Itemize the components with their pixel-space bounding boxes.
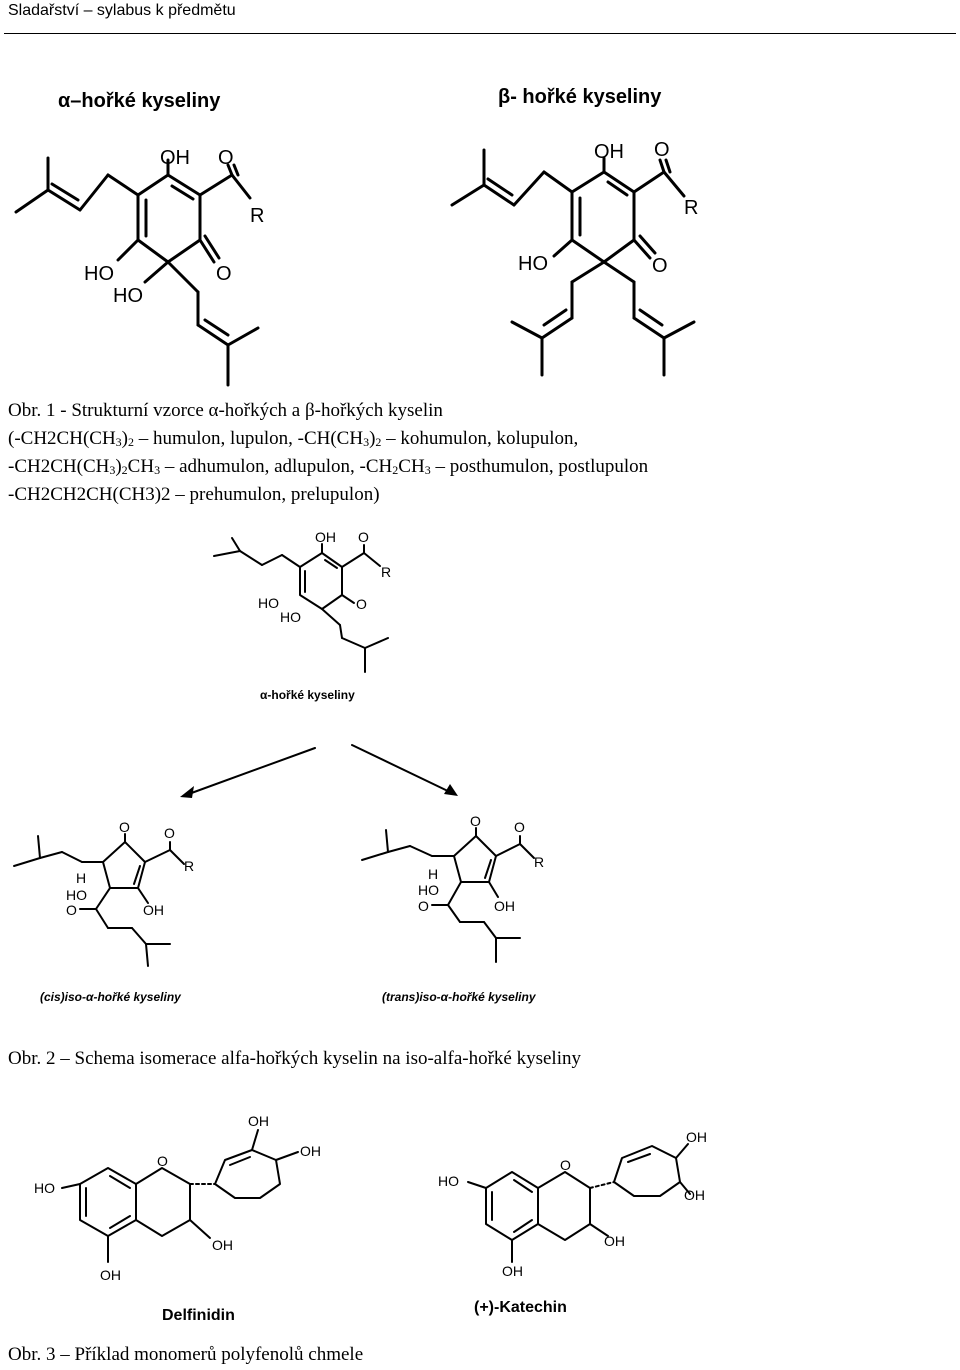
kat-oh-bottom: OH bbox=[502, 1263, 523, 1279]
katechin-title: (+)-Katechin bbox=[474, 1299, 567, 1316]
cis-title: (cis)iso-α-hořké kyseliny bbox=[40, 990, 182, 1004]
page-header: Sladařství – sylabus k předmětu bbox=[8, 2, 236, 19]
beta-oh-label: OH bbox=[594, 141, 624, 163]
iso-top-oh: OH bbox=[315, 529, 336, 545]
alpha-ho-2: HO bbox=[113, 285, 143, 307]
cis-ho: HO bbox=[66, 887, 87, 903]
trans-title: (trans)iso-α-hořké kyseliny bbox=[382, 990, 537, 1004]
trans-ho: HO bbox=[418, 882, 439, 898]
trans-r: R bbox=[534, 854, 544, 870]
figure1-caption-line4: -CH2CH2CH(CH3)2 – prehumulon, prelupulon… bbox=[8, 484, 380, 505]
kat-o-ring: O bbox=[560, 1157, 571, 1173]
beta-ho-label: HO bbox=[518, 253, 548, 275]
kat-oh-top: OH bbox=[686, 1129, 707, 1145]
iso-top-ho2: HO bbox=[280, 609, 301, 625]
figure2-caption: Obr. 2 – Schema isomerace alfa-hořkých k… bbox=[8, 1048, 581, 1069]
delfinidin-structure: O HO OH OH OH OH Delfinidin bbox=[34, 1113, 321, 1324]
figure1-caption-line2: (-CH2CH(CH3)2 – humulon, lupulon, -CH(CH… bbox=[8, 428, 579, 449]
cis-o-acyl: O bbox=[164, 825, 175, 841]
delf-ho: HO bbox=[34, 1180, 55, 1196]
header-divider bbox=[4, 33, 956, 34]
iso-top-ho1: HO bbox=[258, 595, 279, 611]
kat-oh-c3: OH bbox=[604, 1233, 625, 1249]
iso-top-o2: O bbox=[356, 596, 367, 612]
isomerization-arrows bbox=[180, 744, 458, 798]
katechin-structure: O HO OH OH OH OH (+)-Katechin bbox=[438, 1129, 707, 1316]
figure1-caption-line1: Obr. 1 - Strukturní vzorce α-hořkých a β… bbox=[8, 400, 443, 421]
figure1-caption-line3: -CH2CH(CH3)2CH3 – adhumulon, adlupulon, … bbox=[8, 456, 649, 477]
iso-top-o: O bbox=[358, 529, 369, 545]
cis-h: H bbox=[76, 870, 86, 886]
alpha-acid-structure: α–hořké kyseliny OH O R O HO HO bbox=[14, 90, 264, 387]
alpha-title: α–hořké kyseliny bbox=[58, 90, 221, 112]
beta-title: β- hořké kyseliny bbox=[498, 86, 662, 108]
delf-oh-top: OH bbox=[248, 1113, 269, 1129]
alpha-ho-1: HO bbox=[84, 263, 114, 285]
trans-h: H bbox=[428, 866, 438, 882]
figure1-caption: Obr. 1 - Strukturní vzorce α-hořkých a β… bbox=[8, 397, 648, 509]
alpha-oh-label: OH bbox=[160, 147, 190, 169]
beta-o-ketone: O bbox=[652, 255, 668, 277]
figure3-caption: Obr. 3 – Příklad monomerů polyfenolů chm… bbox=[8, 1344, 364, 1365]
delfinidin-title: Delfinidin bbox=[162, 1307, 235, 1324]
iso-top-r: R bbox=[381, 564, 391, 580]
trans-oh: OH bbox=[494, 898, 515, 914]
delf-o-ring: O bbox=[157, 1153, 168, 1169]
isomerization-source-structure: OH O R O HO HO α-hořké kyseliny bbox=[213, 529, 391, 702]
delf-oh-right: OH bbox=[300, 1143, 321, 1159]
alpha-o-ketone: O bbox=[216, 263, 232, 285]
cis-r: R bbox=[184, 858, 194, 874]
kat-oh-right: OH bbox=[684, 1187, 705, 1203]
alpha-o-acyl: O bbox=[218, 147, 234, 169]
alpha-r-label: R bbox=[250, 205, 264, 227]
beta-r-label: R bbox=[684, 197, 698, 219]
delf-oh-bottom: OH bbox=[100, 1267, 121, 1283]
trans-iso-alpha-structure: O O R OH H HO O (trans)iso-α-hořké kysel… bbox=[361, 813, 544, 1004]
cis-o-top: O bbox=[119, 819, 130, 835]
trans-o-top: O bbox=[470, 813, 481, 829]
cis-iso-alpha-structure: O O R OH H HO O (cis)iso-α-hořké kyselin… bbox=[13, 819, 194, 1004]
trans-o-acyl: O bbox=[514, 819, 525, 835]
cis-oh: OH bbox=[143, 902, 164, 918]
kat-ho: HO bbox=[438, 1173, 459, 1189]
iso-top-title: α-hořké kyseliny bbox=[260, 688, 355, 702]
delf-oh-c3: OH bbox=[212, 1237, 233, 1253]
cis-o-bottom: O bbox=[66, 902, 77, 918]
beta-o-acyl: O bbox=[654, 139, 670, 161]
trans-o-bottom: O bbox=[418, 898, 429, 914]
beta-acid-structure: β- hořké kyseliny OH O R O HO bbox=[450, 86, 698, 377]
